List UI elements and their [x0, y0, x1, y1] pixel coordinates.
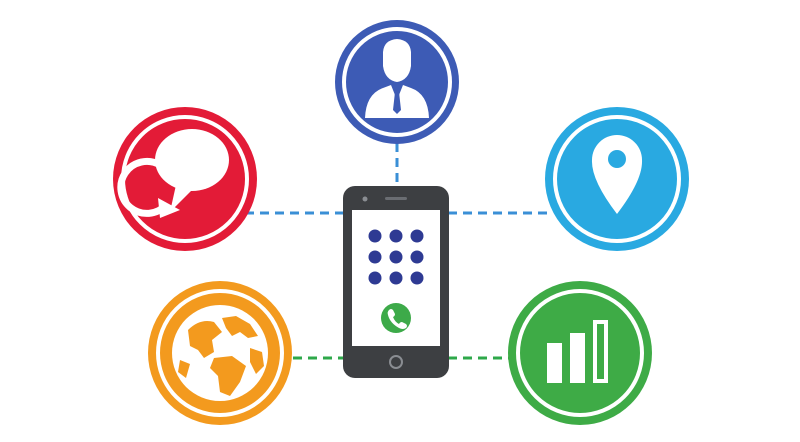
- camera-dot: [362, 196, 368, 202]
- globe-node: [148, 281, 292, 425]
- home-button: [389, 355, 403, 369]
- keypad-dot: [368, 271, 382, 285]
- bar-chart-icon: [547, 320, 608, 383]
- person-node: [335, 20, 459, 144]
- call-button[interactable]: [381, 303, 411, 333]
- location-pin-icon: [591, 135, 643, 214]
- keypad: [368, 229, 424, 285]
- keypad-dot: [389, 250, 403, 264]
- keypad-dot: [389, 271, 403, 285]
- smartphone: [343, 186, 449, 378]
- speaker-slot: [385, 197, 407, 200]
- chat-node: [113, 107, 257, 251]
- phone-call-icon: [387, 309, 407, 329]
- chat-bubbles-icon: [117, 129, 229, 218]
- globe-icon: [172, 305, 268, 401]
- connectors: [245, 143, 548, 360]
- location-node: [545, 107, 689, 251]
- keypad-dot: [410, 271, 424, 285]
- keypad-dot: [368, 250, 382, 264]
- keypad-dot: [389, 229, 403, 243]
- chart-node: [508, 281, 652, 425]
- keypad-dot: [368, 229, 382, 243]
- keypad-dot: [410, 250, 424, 264]
- keypad-dot: [410, 229, 424, 243]
